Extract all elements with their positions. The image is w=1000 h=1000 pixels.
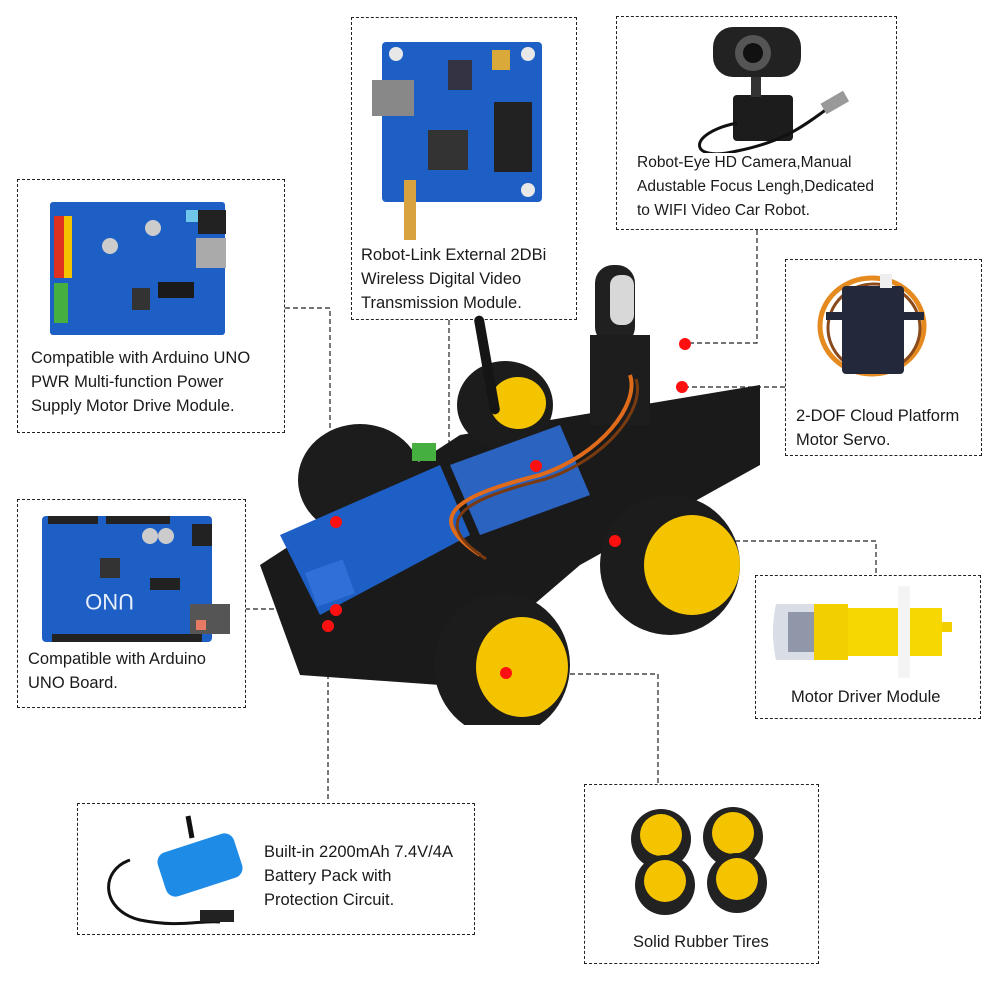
callout-power-module-line-1: Compatible with Arduino UNO <box>31 349 251 367</box>
callout-uno-board-line-1: Compatible with Arduino <box>28 650 206 668</box>
marker-servo <box>676 381 688 393</box>
arduino-uno-icon: UNO <box>42 516 230 642</box>
callout-video-module-line-2: Wireless Digital Video <box>361 270 522 288</box>
antenna-icon <box>474 315 500 415</box>
webcam-icon <box>698 27 850 153</box>
callout-battery-line-2: Battery Pack with <box>264 867 392 885</box>
marker-motor <box>609 535 621 547</box>
callout-battery-line-1: Built-in 2200mAh 7.4V/4A <box>264 843 453 861</box>
callout-battery: Built-in 2200mAh 7.4V/4A Battery Pack wi… <box>77 803 475 935</box>
callout-motor: Motor Driver Module <box>755 575 981 719</box>
callout-video-module: Robot-Link External 2DBi Wireless Digita… <box>351 17 577 320</box>
callout-camera: Robot-Eye HD Camera,Manual Adustable Foc… <box>616 16 897 230</box>
battery-icon <box>107 815 243 926</box>
callout-tires: Solid Rubber Tires <box>584 784 819 964</box>
callout-camera-line-1: Robot-Eye HD Camera,Manual <box>637 154 852 171</box>
callout-power-module: Compatible with Arduino UNO PWR Multi-fu… <box>17 179 285 433</box>
callout-video-module-line-3: Transmission Module. <box>361 294 522 312</box>
robot-car-illustration <box>260 265 760 725</box>
marker-tires <box>500 667 512 679</box>
callout-servo-line-2: Motor Servo. <box>796 431 891 449</box>
svg-text:UNO: UNO <box>85 589 134 614</box>
marker-camera <box>679 338 691 350</box>
gear-motor-icon <box>773 586 952 678</box>
marker-uno-board <box>330 604 342 616</box>
marker-battery <box>322 620 334 632</box>
callout-battery-line-3: Protection Circuit. <box>264 891 395 909</box>
pcb-board-icon <box>50 202 226 335</box>
callout-camera-line-3: to WIFI Video Car Robot. <box>637 202 810 219</box>
callout-camera-line-2: Adustable Focus Lengh,Dedicated <box>637 178 874 195</box>
callout-power-module-line-3: Supply Motor Drive Module. <box>31 397 235 415</box>
marker-video-module <box>530 460 542 472</box>
callout-motor-line-1: Motor Driver Module <box>791 688 941 706</box>
callout-tires-line-1: Solid Rubber Tires <box>633 933 769 951</box>
tires-icon <box>631 807 767 915</box>
callout-power-module-line-2: PWR Multi-function Power <box>31 373 224 391</box>
wifi-board-icon <box>372 42 542 240</box>
servo-icon <box>817 274 927 377</box>
callout-uno-board: UNO Compatible with Arduino UNO Board. <box>17 499 246 708</box>
callout-video-module-line-1: Robot-Link External 2DBi <box>361 246 547 264</box>
marker-power-module <box>330 516 342 528</box>
callout-servo-line-1: 2-DOF Cloud Platform <box>796 407 960 425</box>
callout-servo: 2-DOF Cloud Platform Motor Servo. <box>785 259 982 456</box>
callout-uno-board-line-2: UNO Board. <box>28 674 118 692</box>
